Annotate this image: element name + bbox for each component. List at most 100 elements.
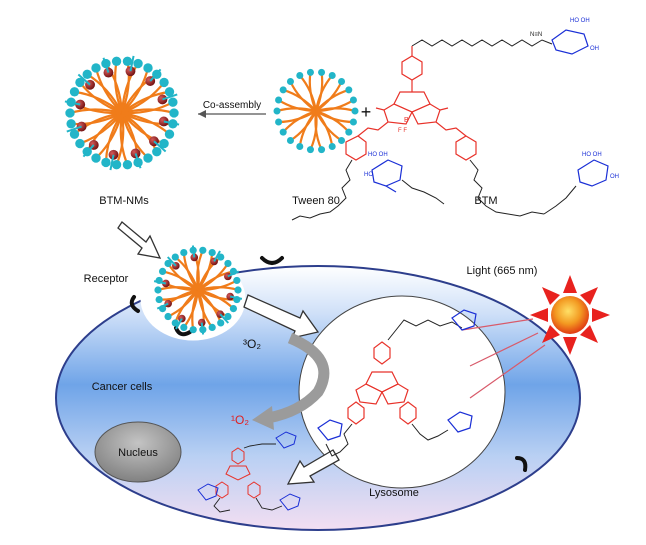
- glycosyl-tag: [191, 245, 196, 258]
- svg-text:HO OH: HO OH: [582, 152, 602, 158]
- surfactant-head: [169, 108, 179, 118]
- surfactant-head: [133, 58, 143, 69]
- svg-text:HO OH: HO OH: [368, 152, 388, 158]
- glycosyl-tag: [153, 140, 167, 153]
- linker-right: [469, 159, 545, 217]
- glycosyl-tag: [219, 313, 230, 324]
- surfactant-head: [66, 119, 76, 129]
- surfactant-head: [286, 78, 294, 86]
- surfactant-head: [296, 142, 304, 150]
- glycosyl-tag: [102, 57, 110, 73]
- surfactant-head: [224, 259, 232, 268]
- btm-molecule: HO OH OH N≡N B F F: [291, 18, 619, 221]
- surfactant-head: [91, 63, 101, 73]
- label-singlet-oxygen: ¹O₂: [231, 413, 249, 427]
- arrow-icon: [198, 110, 206, 118]
- surfactant-head: [69, 87, 80, 97]
- surfactant-head: [159, 77, 169, 88]
- receptor-icon: [129, 295, 140, 313]
- surfactant-head: [122, 56, 133, 66]
- arrow-icon: [252, 406, 274, 430]
- styryl-right: [435, 121, 467, 137]
- surfactant-head: [279, 86, 287, 94]
- release-arrow: [286, 449, 340, 485]
- label-triplet-oxygen: ³O₂: [243, 337, 261, 351]
- surfactant-head: [349, 96, 357, 104]
- label-light: Light (665 nm): [467, 265, 538, 277]
- surfactant-head: [296, 72, 304, 80]
- nucleus: [94, 421, 182, 483]
- surfactant-head: [345, 128, 353, 136]
- surfactant-head: [306, 68, 314, 76]
- uptake-arrow: [117, 221, 162, 259]
- label-nucleus: Nucleus: [118, 447, 158, 459]
- surfactant-head: [75, 138, 85, 149]
- phenyl-left: [345, 135, 367, 161]
- surfactant-head: [286, 136, 294, 144]
- surfactant-head: [229, 304, 238, 313]
- surfactant-head: [164, 312, 172, 321]
- surfactant-head: [189, 326, 197, 334]
- btm-bead: [158, 116, 169, 127]
- glycosyl-tag: [109, 154, 115, 171]
- surfactant-head: [318, 146, 326, 154]
- glycosyl-tag: [66, 125, 82, 133]
- sun-icon: [530, 275, 610, 355]
- surfactant-head: [164, 129, 175, 139]
- btm-molecule-lysosome: [317, 309, 477, 457]
- btm-bead: [210, 257, 218, 266]
- surfactant-head: [338, 78, 346, 86]
- surfactant-head: [217, 253, 225, 261]
- surfactant-head: [158, 267, 167, 276]
- surfactant-head: [275, 96, 283, 104]
- surfactant-head: [224, 312, 232, 321]
- glycosyl-tag: [162, 93, 178, 101]
- surfactant-head: [180, 248, 188, 257]
- surfactant-head: [159, 138, 169, 149]
- surfactant-head: [122, 160, 133, 170]
- glycosyl-tag: [163, 120, 180, 126]
- btm-molecule-released: [197, 431, 301, 513]
- oxygen-conversion-arrow: [252, 332, 330, 430]
- surfactant-head: [349, 118, 357, 126]
- linker-left: [291, 159, 353, 221]
- light-beams: [461, 318, 546, 399]
- glycosyl-tag: [64, 100, 81, 106]
- surfactant-head: [168, 97, 178, 107]
- surfactant-head: [164, 259, 172, 268]
- glycosyl-tag: [200, 322, 205, 335]
- label-btm-nms: BTM-NMs: [99, 195, 149, 207]
- surfactant-head: [171, 253, 179, 261]
- surfactant-head: [155, 295, 163, 304]
- label-receptor: Receptor: [84, 273, 129, 285]
- label-cancer-cells: Cancer cells: [92, 381, 153, 393]
- sugar-right: HO OH OH: [577, 152, 619, 187]
- sugar-top: HO OH OH: [551, 18, 599, 55]
- internalized-micelle: [153, 245, 243, 335]
- surfactant-head: [351, 107, 359, 115]
- glycosyl-tag: [213, 250, 221, 262]
- svg-text:HO OH: HO OH: [570, 18, 590, 24]
- surfactant-head: [328, 72, 336, 80]
- surfactant-head: [208, 323, 216, 332]
- surfactant-head: [180, 323, 188, 332]
- glycosyl-tag: [82, 144, 95, 158]
- glycosyl-tag: [175, 318, 183, 330]
- glycosyl-tag: [166, 256, 177, 267]
- surfactant-head: [318, 68, 326, 76]
- surfactant-head: [306, 146, 314, 154]
- surfactant-head: [275, 118, 283, 126]
- surfactant-head: [208, 248, 216, 257]
- receptor-icon: [515, 456, 528, 472]
- surfactant-head: [143, 63, 153, 73]
- glycosyl-tag: [227, 270, 240, 278]
- phenyl-top: [401, 46, 423, 92]
- surfactant-head: [65, 108, 75, 118]
- surfactant-head: [338, 136, 346, 144]
- surfactant-head: [91, 153, 101, 163]
- surfactant-head: [82, 69, 92, 80]
- surfactant-head: [279, 128, 287, 136]
- receptors: [129, 256, 528, 472]
- svg-text:OH: OH: [610, 174, 619, 180]
